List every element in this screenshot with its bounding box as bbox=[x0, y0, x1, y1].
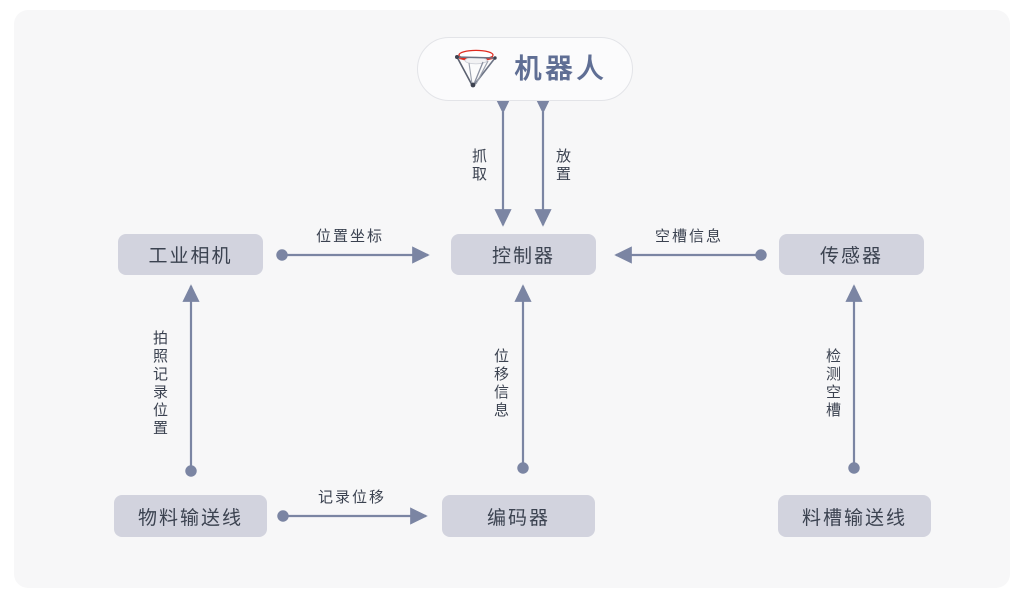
edge-label-grab: 抓取 bbox=[470, 148, 487, 184]
edge-label-detect-empty-slot: 检测空槽 bbox=[824, 348, 841, 420]
node-label: 工业相机 bbox=[148, 246, 233, 267]
node-label: 传感器 bbox=[819, 246, 883, 267]
node-label: 控制器 bbox=[491, 246, 555, 267]
node-label: 编码器 bbox=[486, 507, 550, 529]
edge-label-place: 放置 bbox=[554, 148, 571, 184]
delta-robot-icon bbox=[454, 49, 497, 88]
diagram-card bbox=[14, 10, 1010, 588]
node-encoder[interactable]: 编码器 bbox=[442, 495, 595, 537]
edge-label-position-coordinates: 位置坐标 bbox=[316, 228, 385, 245]
edge-label-record-displacement: 记录位移 bbox=[318, 489, 387, 506]
robot-node-label: 机器人 bbox=[514, 53, 608, 84]
node-trough-conveyor[interactable]: 料槽输送线 bbox=[778, 495, 931, 537]
edge-label-empty-slot-info: 空槽信息 bbox=[655, 228, 724, 245]
node-sensor[interactable]: 传感器 bbox=[779, 234, 924, 275]
node-label: 料槽输送线 bbox=[801, 507, 907, 529]
node-label: 物料输送线 bbox=[137, 507, 243, 529]
node-material-conveyor[interactable]: 物料输送线 bbox=[114, 495, 267, 537]
node-controller[interactable]: 控制器 bbox=[451, 234, 596, 275]
node-industrial-camera[interactable]: 工业相机 bbox=[118, 234, 263, 275]
robot-node[interactable]: 机器人 bbox=[417, 37, 633, 101]
edge-label-photograph-record-position: 拍照记录位置 bbox=[151, 330, 168, 438]
edge-label-displacement-info: 位移信息 bbox=[492, 348, 509, 420]
